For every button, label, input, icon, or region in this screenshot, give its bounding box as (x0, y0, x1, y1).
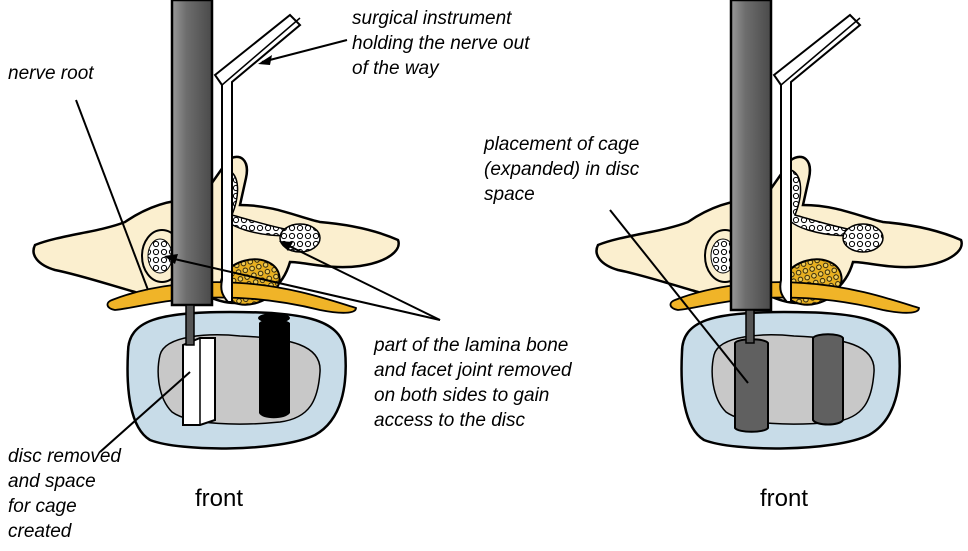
label-nerve-root: nerve root (8, 61, 94, 86)
label-disc-removed: disc removed and space for cage created (8, 444, 121, 544)
label-front-right: front (760, 485, 808, 513)
right-cage-expanded-2 (813, 334, 843, 424)
label-cage-placement: placement of cage (expanded) in disc spa… (484, 132, 639, 207)
right-instrument-tube (731, 0, 771, 310)
right-lamina (597, 157, 962, 303)
left-lamina (34, 157, 399, 303)
label-lamina: part of the lamina bone and facet joint … (374, 333, 572, 433)
right-vertebra (597, 0, 962, 448)
left-cage (259, 319, 290, 418)
label-instrument: surgical instrument holding the nerve ou… (352, 6, 529, 81)
label-front-left: front (195, 485, 243, 513)
left-removed-space (183, 338, 215, 425)
right-cage-expanded-1 (735, 339, 768, 432)
